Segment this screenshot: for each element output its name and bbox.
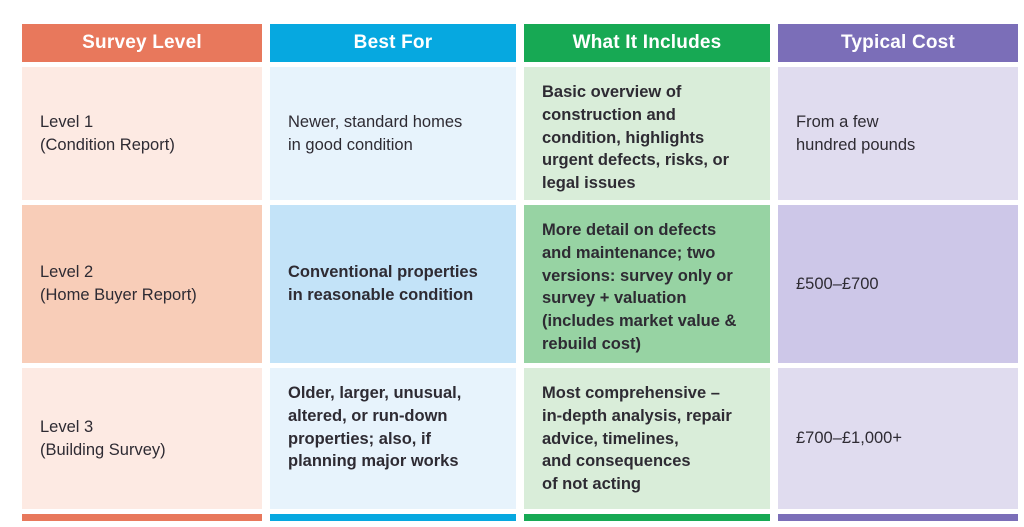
table-row: From a few hundred pounds xyxy=(778,67,1018,200)
table-row: More detail on defects and maintenance; … xyxy=(524,205,770,363)
table-row: Most comprehensive – in-depth analysis, … xyxy=(524,368,770,509)
column-accent-bar-survey-level xyxy=(22,514,262,521)
table-row: Level 1 (Condition Report) xyxy=(22,67,262,200)
table-row: Older, larger, unusual, altered, or run-… xyxy=(270,368,516,509)
table-row: Level 2 (Home Buyer Report) xyxy=(22,205,262,363)
table-row: Conventional properties in reasonable co… xyxy=(270,205,516,363)
column-header-survey-level: Survey Level xyxy=(22,24,262,62)
table-row: £700–£1,000+ xyxy=(778,368,1018,509)
column-header-what-it-includes: What It Includes xyxy=(524,24,770,62)
column-accent-bar-what-it-includes xyxy=(524,514,770,521)
table-row: Basic overview of construction and condi… xyxy=(524,67,770,200)
table-row: Newer, standard homes in good condition xyxy=(270,67,516,200)
table-row: £500–£700 xyxy=(778,205,1018,363)
table-row: Level 3 (Building Survey) xyxy=(22,368,262,509)
column-accent-bar-typical-cost xyxy=(778,514,1018,521)
column-header-typical-cost: Typical Cost xyxy=(778,24,1018,62)
column-header-best-for: Best For xyxy=(270,24,516,62)
survey-levels-table: Survey Level Best For What It Includes T… xyxy=(22,24,1018,521)
column-accent-bar-best-for xyxy=(270,514,516,521)
